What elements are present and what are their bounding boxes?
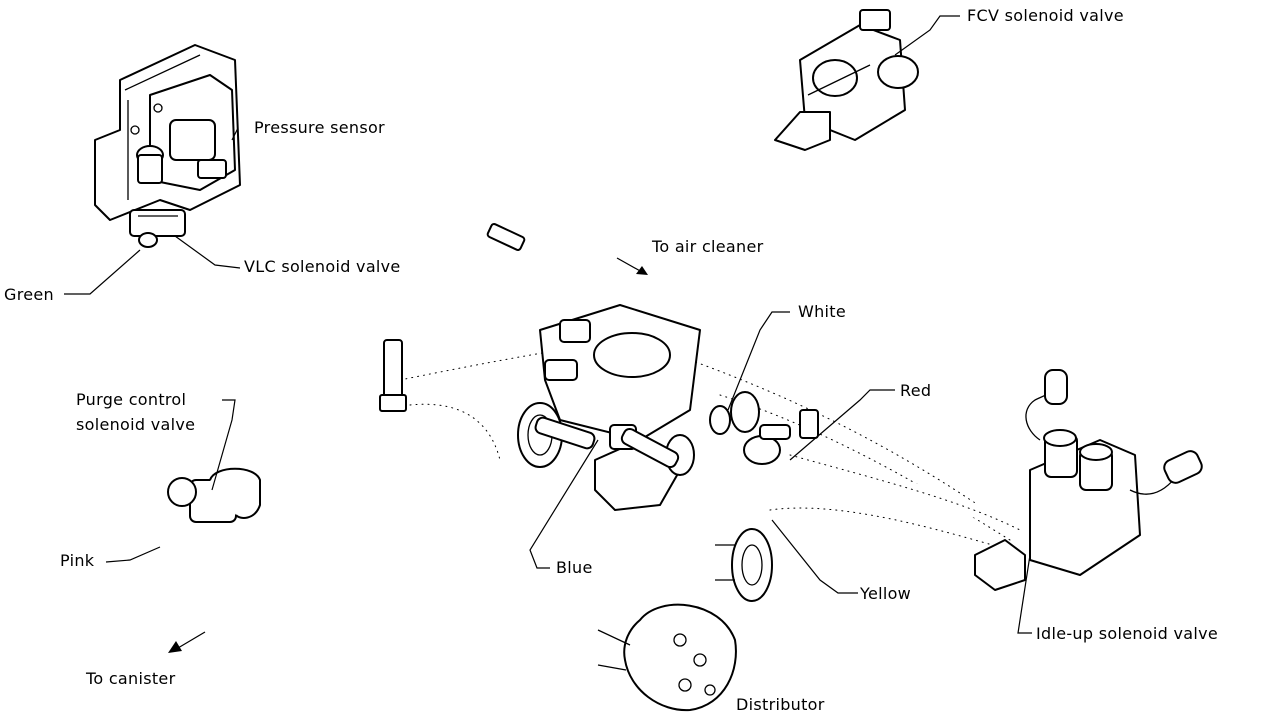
hose-network bbox=[127, 7, 1027, 636]
hose-connectors bbox=[709, 391, 791, 465]
throttle-body bbox=[539, 304, 701, 511]
purge-control-solenoid-valve-unit bbox=[167, 467, 261, 523]
label-distributor: Distributor bbox=[736, 695, 825, 714]
vacuum-actuator-left bbox=[517, 402, 596, 468]
label-idle-up-solenoid-valve: Idle-up solenoid valve bbox=[1036, 624, 1218, 643]
label-pink: Pink bbox=[60, 551, 95, 570]
label-green: Green bbox=[4, 285, 54, 304]
distributor-unit bbox=[597, 603, 737, 712]
label-purge-control-line1: Purge control bbox=[76, 390, 187, 409]
vlc-solenoid-valve bbox=[129, 209, 186, 248]
label-red: Red bbox=[900, 381, 932, 400]
label-pressure-sensor: Pressure sensor bbox=[254, 118, 385, 137]
idle-up-solenoid-valve-unit bbox=[974, 369, 1203, 591]
leader-lines bbox=[64, 15, 1032, 634]
label-vlc-solenoid-valve: VLC solenoid valve bbox=[244, 257, 401, 276]
label-to-canister: To canister bbox=[86, 669, 176, 688]
vacuum-actuator-right bbox=[620, 427, 695, 476]
airflow-arrows bbox=[168, 257, 648, 653]
fcv-solenoid-valve-unit bbox=[774, 9, 919, 151]
label-purge-control-line2: solenoid valve bbox=[76, 415, 196, 434]
vacuum-advance-unit bbox=[715, 528, 773, 602]
pressure-sensor-unit bbox=[94, 44, 241, 221]
label-fcv-solenoid-valve: FCV solenoid valve bbox=[967, 6, 1124, 25]
label-yellow: Yellow bbox=[860, 584, 912, 603]
label-white: White bbox=[798, 302, 847, 321]
label-to-air-cleaner: To air cleaner bbox=[652, 237, 764, 256]
hose-clips bbox=[379, 223, 819, 439]
label-blue: Blue bbox=[556, 558, 593, 577]
